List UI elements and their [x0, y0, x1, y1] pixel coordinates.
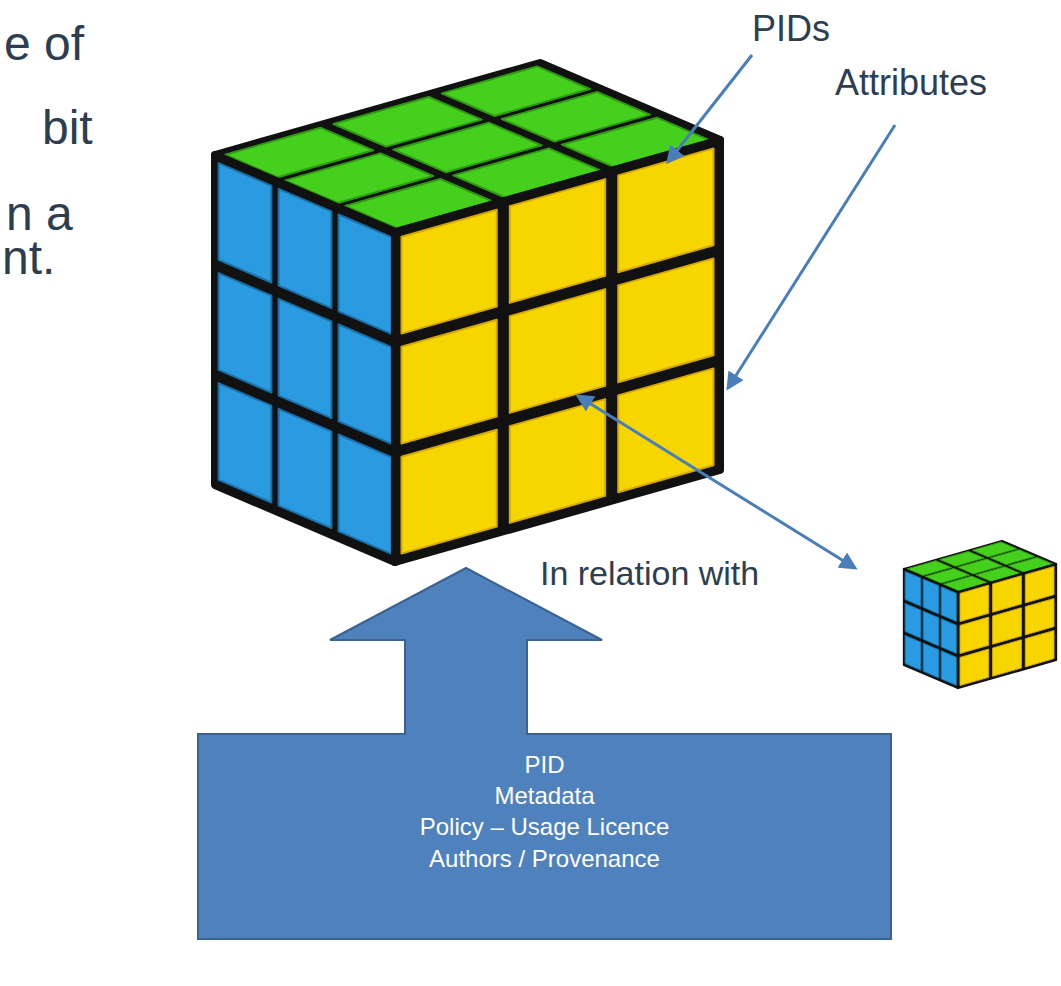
- block-arrow-shape: [330, 568, 602, 738]
- callout-label: In relation with: [540, 554, 759, 593]
- callout-label: PIDs: [752, 8, 830, 49]
- cube-sticker: [993, 576, 1022, 612]
- cube-sticker: [960, 585, 989, 621]
- small-rubik-cube: [904, 541, 1056, 688]
- callout-label: Attributes: [835, 62, 987, 103]
- rubik-cube: [215, 63, 720, 562]
- slide-text: bit: [42, 100, 93, 155]
- box-text: PID: [211, 749, 878, 780]
- cube-sticker: [923, 579, 939, 614]
- box-text: Authors / Provenance: [211, 843, 878, 874]
- cube-face: [395, 140, 720, 562]
- cube-sticker: [402, 210, 497, 334]
- box-text: Metadata: [211, 780, 878, 811]
- cube-sticker: [905, 603, 921, 638]
- cube-sticker: [219, 383, 272, 502]
- cube-sticker: [510, 179, 605, 303]
- cube-sticker: [618, 258, 713, 382]
- cube-sticker: [339, 215, 392, 334]
- cube-sticker: [960, 617, 989, 653]
- cube-sticker: [923, 611, 939, 646]
- leader-arrow: [668, 55, 752, 162]
- cube-sticker: [1025, 567, 1054, 603]
- leader-arrow: [728, 125, 895, 388]
- cube-sticker: [618, 148, 713, 272]
- slide-text: e of: [4, 16, 84, 71]
- cube-sticker: [279, 189, 332, 308]
- cube-sticker: [960, 649, 989, 685]
- cube-sticker: [993, 640, 1022, 676]
- cube-sticker: [905, 571, 921, 606]
- cube-sticker: [941, 651, 957, 686]
- cube-sticker: [339, 435, 392, 554]
- cube-sticker: [339, 325, 392, 444]
- info-box: PIDMetadataPolicy – Usage LicenceAuthors…: [197, 733, 892, 940]
- cube-face: [904, 569, 958, 688]
- cube-sticker: [402, 430, 497, 554]
- cube-sticker: [510, 399, 605, 523]
- cube-sticker: [941, 587, 957, 622]
- slide-text: nt.: [2, 230, 55, 285]
- cube-sticker: [1025, 631, 1054, 667]
- cube-sticker: [279, 299, 332, 418]
- cube-sticker: [219, 273, 272, 392]
- cube-face: [215, 155, 395, 562]
- relation-arrow: [578, 396, 855, 568]
- cube-sticker: [1025, 599, 1054, 635]
- cube-sticker: [993, 608, 1022, 644]
- cube-sticker: [510, 289, 605, 413]
- cube-sticker: [923, 643, 939, 678]
- cube-sticker: [941, 619, 957, 654]
- cube-face: [958, 564, 1056, 688]
- cube-sticker: [279, 409, 332, 528]
- cube-sticker: [402, 320, 497, 444]
- cube-sticker: [905, 635, 921, 670]
- cube-sticker: [219, 163, 272, 282]
- block-arrow-outline: [330, 568, 602, 735]
- box-text: Policy – Usage Licence: [211, 811, 878, 842]
